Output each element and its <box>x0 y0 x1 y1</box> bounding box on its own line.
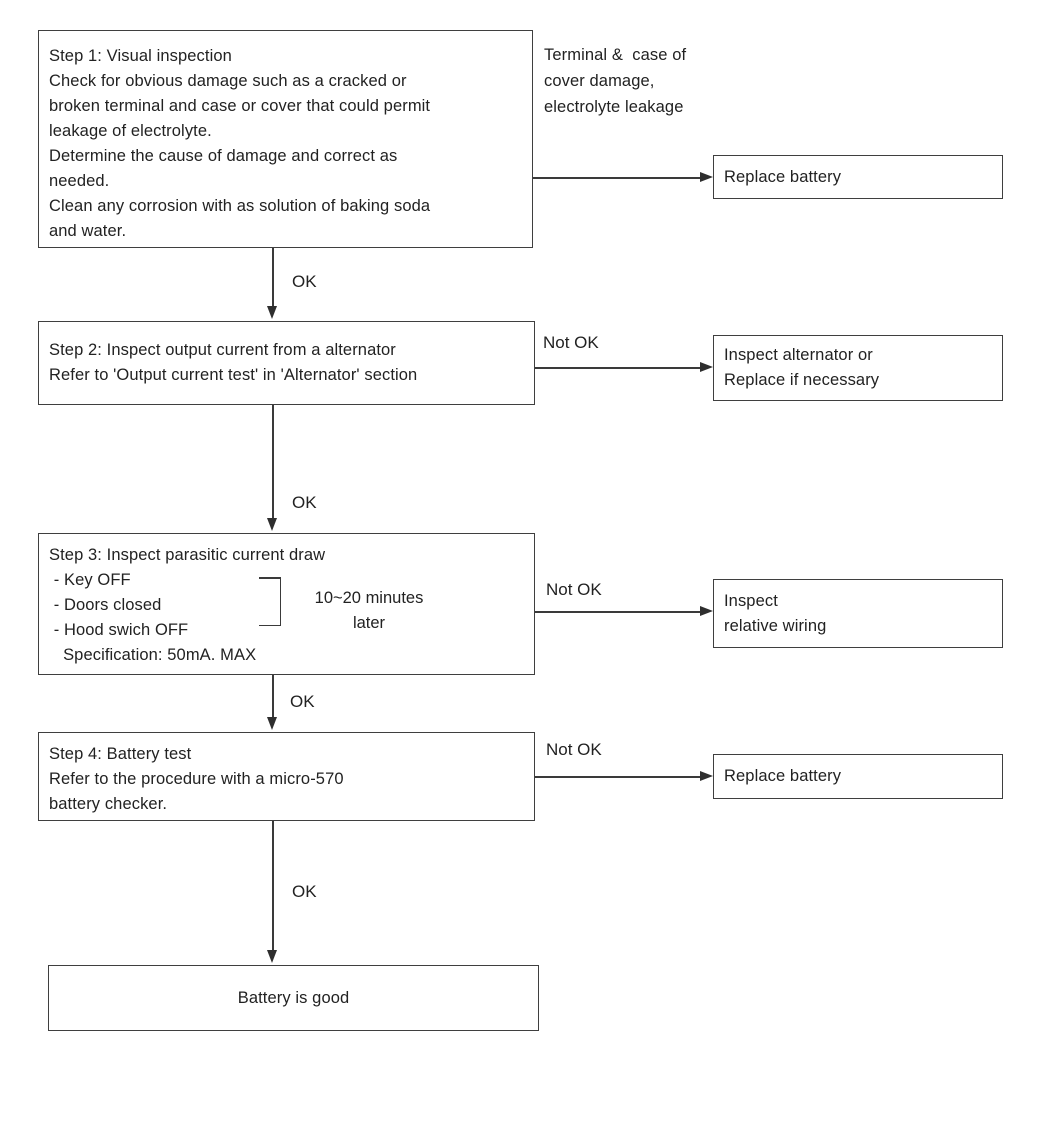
step4-box: Step 4: Battery test Refer to the proced… <box>38 732 535 821</box>
arrow-step3-to-step4-line <box>272 675 274 718</box>
arrow-step1-to-replace-battery-line <box>533 177 701 179</box>
arrowhead-right-icon <box>700 172 713 182</box>
arrowhead-down-icon <box>267 306 277 319</box>
ok-label-3: OK <box>290 692 315 711</box>
replace-battery-top-text: Replace battery <box>724 167 842 186</box>
arrow-step3-to-inspect-wiring-line <box>535 611 701 613</box>
inspect-wiring-text: Inspect relative wiring <box>724 591 827 635</box>
arrowhead-right-icon <box>700 362 713 372</box>
arrow-step4-to-replace-battery-line <box>535 776 701 778</box>
step3-text: Step 3: Inspect parasitic current draw -… <box>49 546 326 664</box>
step2-text: Step 2: Inspect output current from a al… <box>49 341 418 384</box>
inspect-alternator-box: Inspect alternator or Replace if necessa… <box>713 335 1003 401</box>
arrowhead-right-icon <box>700 606 713 616</box>
ok-label-4: OK <box>292 882 317 901</box>
step3-wait-note: 10~20 minutes later <box>314 589 424 632</box>
arrowhead-down-icon <box>267 518 277 531</box>
battery-good-box: Battery is good <box>48 965 539 1031</box>
ok-label-2: OK <box>292 493 317 512</box>
replace-battery-bottom-box: Replace battery <box>713 754 1003 799</box>
ok-label-1: OK <box>292 272 317 291</box>
inspect-alternator-text: Inspect alternator or Replace if necessa… <box>724 346 880 389</box>
replace-battery-bottom-text: Replace battery <box>724 767 842 785</box>
arrow-step1-to-step2-line <box>272 248 274 307</box>
step3-bracket-vertical <box>279 577 282 626</box>
battery-good-text: Battery is good <box>237 988 350 1007</box>
arrowhead-down-icon <box>267 717 277 730</box>
not-ok-label-2: Not OK <box>546 580 602 599</box>
terminal-damage-annotation: Terminal & case of cover damage, electro… <box>544 46 687 116</box>
step1-box: Step 1: Visual inspection Check for obvi… <box>38 30 533 248</box>
not-ok-label-3: Not OK <box>546 740 602 759</box>
step3-bracket-bottom-tick <box>259 624 281 627</box>
arrow-step2-to-step3-line <box>272 405 274 519</box>
arrowhead-right-icon <box>700 771 713 781</box>
arrow-step4-to-battery-good-line <box>272 821 274 950</box>
step4-text: Step 4: Battery test Refer to the proced… <box>49 745 344 813</box>
step3-bracket-top-tick <box>259 577 281 579</box>
step1-text: Step 1: Visual inspection Check for obvi… <box>49 47 431 240</box>
not-ok-label-1: Not OK <box>543 333 599 352</box>
arrowhead-down-icon <box>267 950 277 963</box>
arrow-step2-to-inspect-alternator-line <box>535 367 701 369</box>
inspect-wiring-box: Inspect relative wiring <box>713 579 1003 648</box>
replace-battery-top-box: Replace battery <box>713 155 1003 199</box>
step3-box: Step 3: Inspect parasitic current draw -… <box>38 533 535 675</box>
step2-box: Step 2: Inspect output current from a al… <box>38 321 535 405</box>
